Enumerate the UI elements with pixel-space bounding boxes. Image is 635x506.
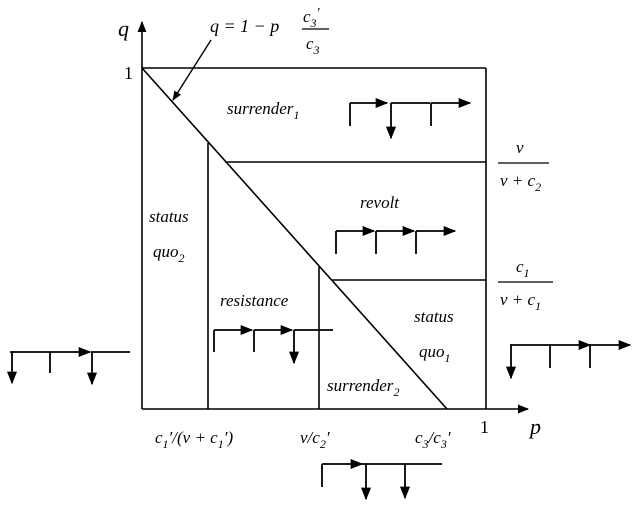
region-label-revolt: revolt <box>360 193 400 212</box>
c1-ratio-denominator: v + c1 <box>500 290 541 313</box>
v-ratio-denominator: v + c2 <box>500 171 541 194</box>
equation-numerator: c3′ <box>303 6 321 30</box>
strategy-glyph-surrender2 <box>321 458 442 501</box>
region-boundaries <box>141 67 487 410</box>
region-label-status-quo1-line2: quo1 <box>419 342 451 365</box>
region-label-resistance: resistance <box>220 291 289 310</box>
x-tick-v-over-c2-prime: v/c2′ <box>300 428 330 451</box>
c1-ratio-numerator: c1 <box>516 257 530 280</box>
equation-pointer <box>172 39 212 101</box>
region-label-status-quo2-line1: status <box>149 207 189 226</box>
x-tick-c1-prime-ratio: c1′/(v + c1′) <box>155 428 233 451</box>
strategy-glyph-status-quo1 <box>505 339 632 380</box>
x-tick-c3-over-c3-prime: c3/c3′ <box>415 428 451 451</box>
strategy-glyph-surrender1 <box>349 97 472 140</box>
region-label-surrender2: surrender2 <box>327 376 399 399</box>
c1-ratio-label: c1 v + c1 <box>498 257 553 313</box>
region-label-status-quo2-line2: quo2 <box>153 242 185 265</box>
strategy-glyph-revolt <box>335 225 457 254</box>
x-axis-label: p <box>528 414 541 439</box>
equation-lhs: q = 1 − p <box>210 16 279 36</box>
y-axis-label: q <box>118 16 129 41</box>
x-one-label: 1 <box>480 417 489 437</box>
equation-label: q = 1 − p c3′ c3 <box>210 6 329 57</box>
strategy-glyph-resistance <box>213 324 333 365</box>
y-one-label: 1 <box>124 63 133 83</box>
region-label-surrender1: surrender1 <box>227 99 299 122</box>
strategy-glyph-status-quo2 <box>6 346 130 386</box>
region-label-status-quo1-line1: status <box>414 307 454 326</box>
v-ratio-label: v v + c2 <box>498 138 549 194</box>
equation-denominator: c3 <box>306 34 320 57</box>
axes <box>137 20 530 414</box>
diagonal-boundary <box>141 67 448 410</box>
strategy-glyphs <box>6 97 632 501</box>
v-ratio-numerator: v <box>516 138 524 157</box>
